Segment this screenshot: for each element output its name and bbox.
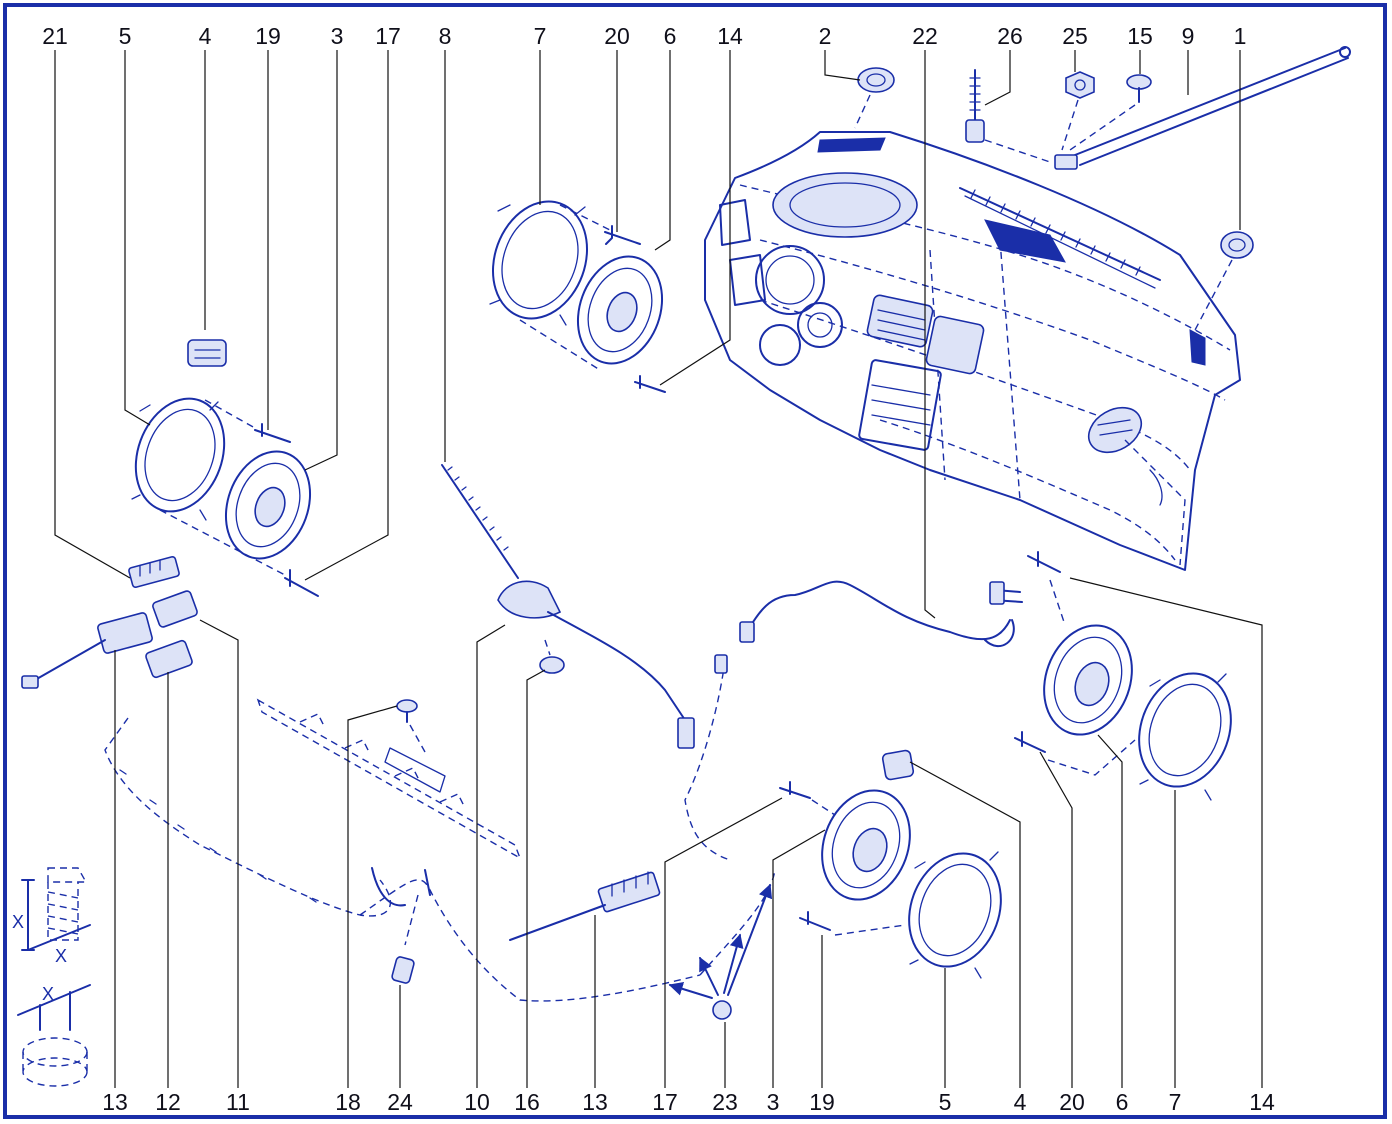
diagram-frame bbox=[3, 3, 1387, 1119]
clip-icon bbox=[254, 423, 319, 597]
callout-bottom-23: 23 bbox=[712, 1089, 738, 1115]
speaker-ring-icon bbox=[131, 397, 226, 521]
speaker-icon bbox=[576, 255, 664, 365]
clip-icon bbox=[391, 956, 415, 984]
connector-icon bbox=[128, 556, 180, 588]
connector-icon bbox=[509, 871, 661, 941]
callout-top-17: 17 bbox=[375, 23, 401, 49]
callout-bottom-6: 6 bbox=[1116, 1089, 1129, 1115]
clip-icon bbox=[604, 225, 666, 393]
tweeter-icon bbox=[854, 67, 895, 129]
connector-icon bbox=[145, 639, 193, 679]
callout-top-20: 20 bbox=[604, 23, 630, 49]
leader-lines bbox=[54, 50, 1263, 1088]
callout-bottom-14: 14 bbox=[1249, 1089, 1275, 1115]
nut-icon bbox=[539, 639, 565, 674]
dimension-mark-vertical: X bbox=[12, 912, 24, 932]
callout-bottom-24: 24 bbox=[387, 1089, 413, 1115]
antenna-icon bbox=[1054, 46, 1351, 170]
callout-top-9: 9 bbox=[1182, 23, 1195, 49]
dimension-mark-width: X bbox=[55, 946, 67, 966]
callout-bottom-18: 18 bbox=[335, 1089, 361, 1115]
clip-icon bbox=[779, 781, 906, 936]
callout-top-1: 1 bbox=[1234, 23, 1247, 49]
wiring-harness-icon bbox=[684, 580, 1023, 861]
callout-top-15: 15 bbox=[1127, 23, 1153, 49]
dashboard-icon bbox=[704, 131, 1241, 571]
callout-bottom-13b: 13 bbox=[582, 1089, 608, 1115]
callout-top-21: 21 bbox=[42, 23, 68, 49]
callout-top-26: 26 bbox=[997, 23, 1023, 49]
callout-bottom-20: 20 bbox=[1059, 1089, 1085, 1115]
connector-icon bbox=[881, 749, 915, 781]
callout-top-3: 3 bbox=[331, 23, 344, 49]
callout-top-2: 2 bbox=[819, 23, 832, 49]
callouts-top: 21 5 4 19 3 17 8 7 20 6 14 2 22 26 25 15… bbox=[42, 23, 1246, 49]
speaker-icon bbox=[821, 789, 911, 901]
clip-icon bbox=[1014, 551, 1136, 776]
tweeter-icon bbox=[1194, 231, 1254, 331]
callout-bottom-13: 13 bbox=[102, 1089, 128, 1115]
nut-icon bbox=[1061, 71, 1095, 151]
callout-top-19: 19 bbox=[255, 23, 281, 49]
speaker-ring-icon bbox=[489, 200, 589, 326]
clip-icon bbox=[668, 883, 773, 1020]
callout-top-22: 22 bbox=[912, 23, 938, 49]
connector-icon bbox=[21, 612, 153, 689]
callouts-bottom: 13 12 11 18 24 10 16 13 17 23 3 19 5 4 2… bbox=[102, 1089, 1275, 1115]
callout-top-8: 8 bbox=[439, 23, 452, 49]
speaker-icon bbox=[224, 450, 312, 560]
callout-top-4: 4 bbox=[199, 23, 212, 49]
connector-icon bbox=[187, 339, 227, 367]
callout-bottom-11: 11 bbox=[226, 1089, 250, 1115]
dimension-inset: X X X bbox=[12, 867, 91, 1087]
callout-bottom-4: 4 bbox=[1014, 1089, 1027, 1115]
callout-top-7: 7 bbox=[534, 23, 547, 49]
speaker-ring-icon bbox=[908, 851, 1002, 979]
callout-bottom-16: 16 bbox=[514, 1089, 540, 1115]
connector-icon bbox=[152, 590, 198, 628]
callout-top-5: 5 bbox=[119, 23, 132, 49]
antenna-icon bbox=[441, 464, 695, 749]
callout-top-25: 25 bbox=[1062, 23, 1088, 49]
speaker-icon bbox=[1043, 624, 1133, 736]
wiring-harness-icon bbox=[104, 717, 776, 1002]
bolt-icon bbox=[1069, 74, 1152, 151]
callout-bottom-3: 3 bbox=[767, 1089, 780, 1115]
callout-top-14: 14 bbox=[717, 23, 743, 49]
callout-top-6: 6 bbox=[664, 23, 677, 49]
callout-bottom-19: 19 bbox=[809, 1089, 835, 1115]
bolt-icon bbox=[965, 69, 1051, 163]
callout-bottom-12: 12 bbox=[155, 1089, 181, 1115]
callout-bottom-7: 7 bbox=[1169, 1089, 1182, 1115]
callout-bottom-10: 10 bbox=[464, 1089, 490, 1115]
dimension-mark-nut: X bbox=[42, 984, 54, 1004]
callout-bottom-17: 17 bbox=[652, 1089, 678, 1115]
callout-bottom-5: 5 bbox=[939, 1089, 952, 1115]
bolt-icon bbox=[396, 699, 426, 753]
speaker-ring-icon bbox=[1138, 672, 1232, 801]
bracket-icon bbox=[256, 698, 522, 860]
